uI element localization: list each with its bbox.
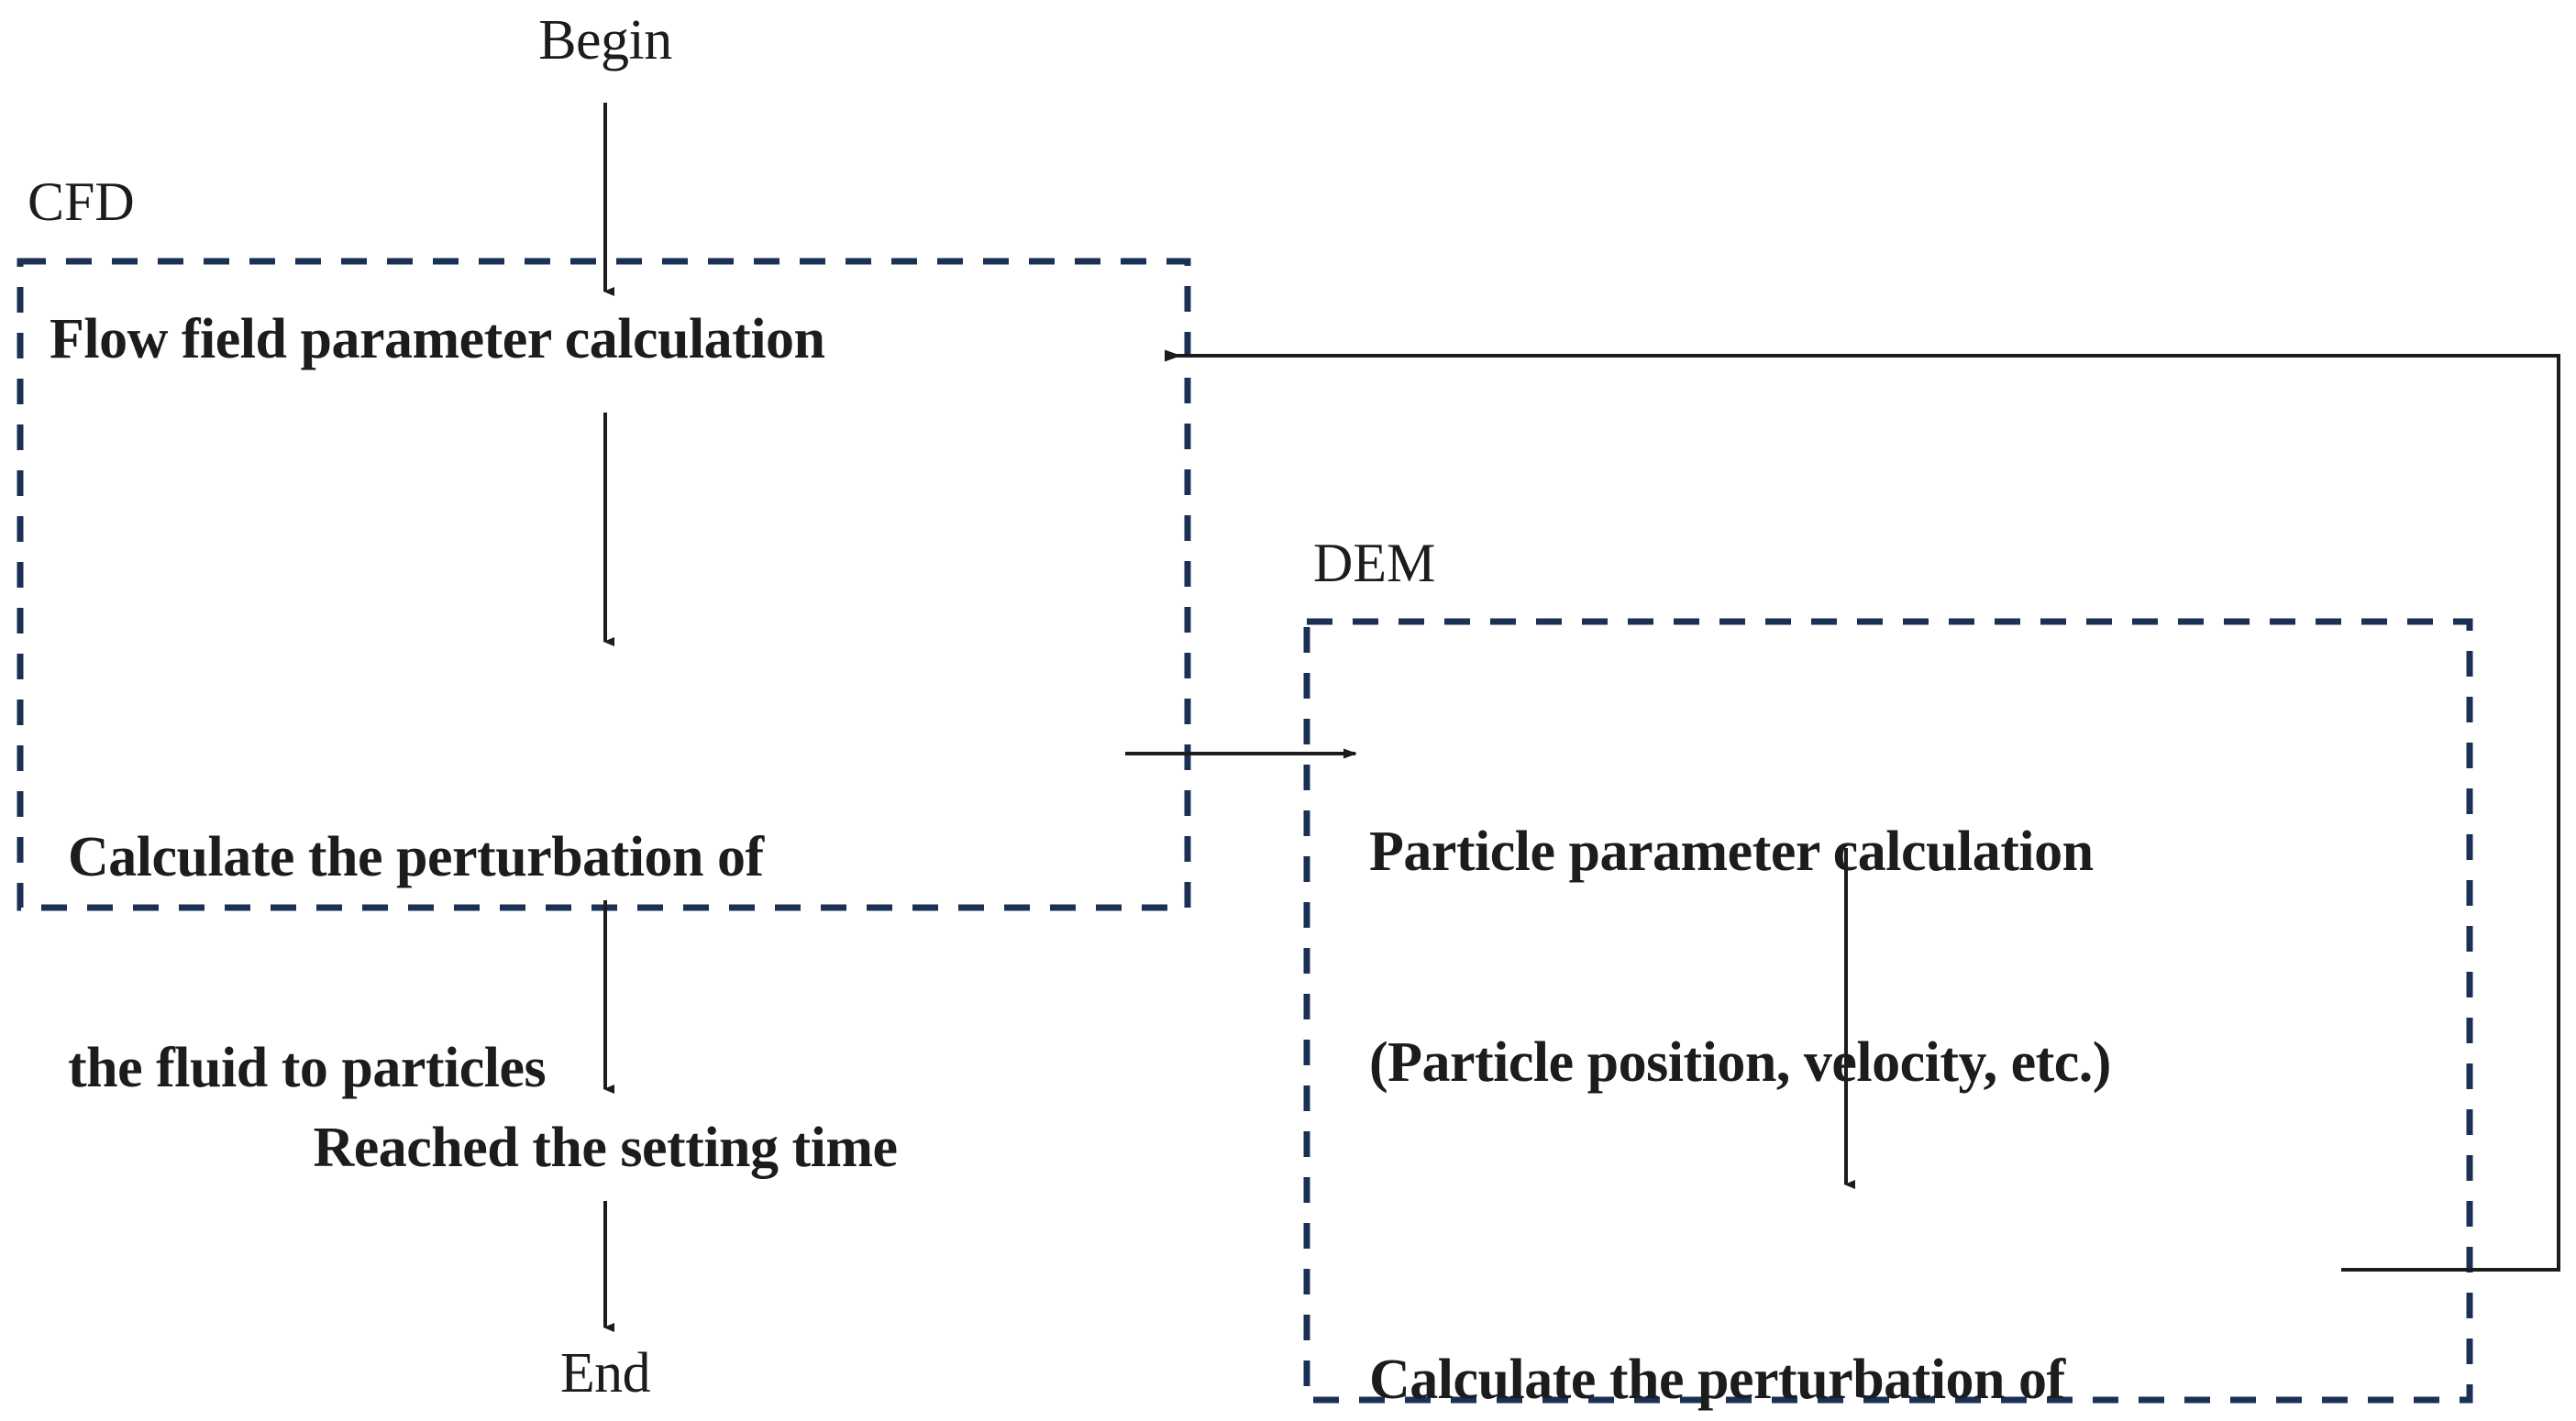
node-line-1: Calculate the perturbation of: [68, 825, 764, 888]
node-line-2: (Particle position, velocity, etc.): [1369, 1031, 2111, 1095]
node-calculate-perturbation-particles-to-fluid: Calculate the perturbation of particles …: [1369, 1204, 2451, 1421]
node-flow-field-parameter-calculation: Flow field parameter calculation: [50, 308, 825, 370]
node-line-1: Particle parameter calculation: [1369, 820, 2094, 883]
node-calculate-perturbation-fluid-to-particles: Calculate the perturbation of the fluid …: [68, 681, 1122, 1245]
edge-dem-feedback-to-cfd: [1165, 349, 2560, 1272]
terminal-end: End: [559, 1342, 651, 1404]
node-line-2: the fluid to particles: [68, 1037, 547, 1100]
node-particle-parameter-calculation: Particle parameter calculation (Particle…: [1369, 676, 2451, 1239]
node-reached-the-setting-time: Reached the setting time: [313, 1117, 898, 1179]
terminal-begin: Begin: [538, 9, 672, 72]
node-line-1: Calculate the perturbation of: [1369, 1348, 2065, 1411]
group-box-dem: [1303, 618, 2473, 1404]
group-label-dem: DEM: [1313, 533, 1436, 593]
group-label-cfd: CFD: [28, 171, 135, 232]
